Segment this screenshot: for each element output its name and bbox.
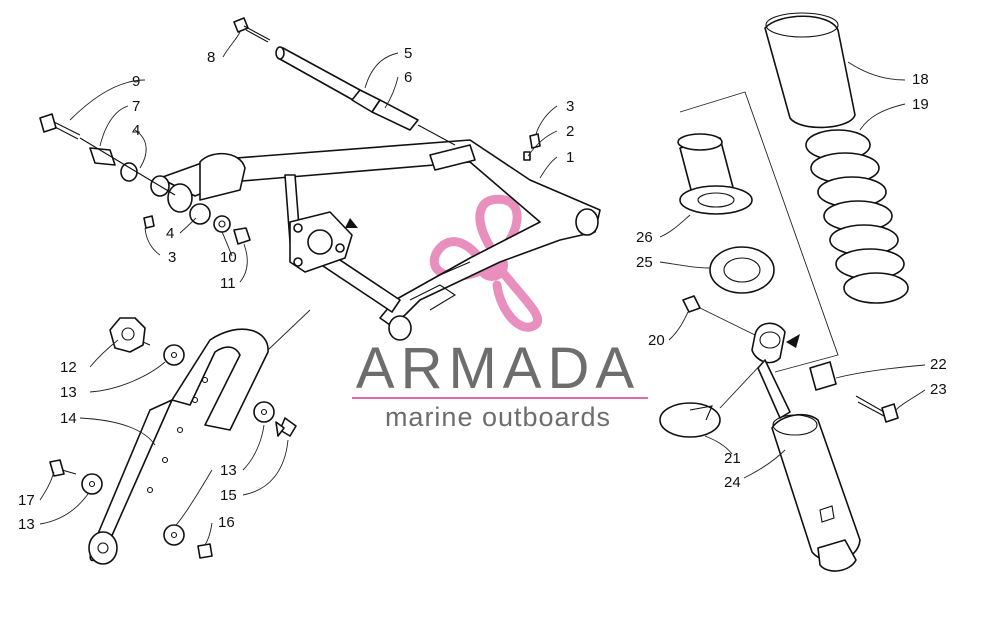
- left-hardware: [39, 113, 176, 229]
- callout-6: 6: [404, 69, 412, 86]
- wing-nut-hardware: [253, 401, 297, 437]
- callout-4-lower: 4: [166, 225, 174, 242]
- pivot-shaft: [275, 46, 456, 146]
- callout-23: 23: [930, 381, 947, 398]
- brand-wordmark: ARMADA: [356, 336, 640, 401]
- callout-20: 20: [648, 332, 665, 349]
- callout-11: 11: [220, 275, 236, 292]
- adjuster-knob: [109, 317, 185, 366]
- callout-21: 21: [724, 450, 741, 467]
- lower-strap-hardware: [49, 459, 213, 559]
- callout-7: 7: [132, 98, 140, 115]
- callout-3: 3: [566, 98, 574, 115]
- callout-18: 18: [912, 71, 929, 88]
- callout-8: 8: [207, 49, 215, 66]
- callout-13: 13: [60, 384, 77, 401]
- callout-13-bottom: 13: [18, 516, 35, 533]
- swing-arm-assembly: [159, 139, 601, 341]
- pointer-arrow: [786, 334, 800, 348]
- callout-26: 26: [636, 229, 653, 246]
- callout-1: 1: [566, 149, 574, 166]
- callout-22: 22: [930, 356, 947, 373]
- callout-9: 9: [132, 73, 140, 90]
- callout-10: 10: [220, 249, 237, 266]
- right-pivot-hardware: [189, 203, 251, 245]
- pointer-arrow: [345, 218, 358, 228]
- shock-assembly: [659, 12, 909, 572]
- callout-5: 5: [404, 45, 412, 62]
- callout-17: 17: [18, 492, 35, 509]
- callout-14: 14: [60, 410, 77, 427]
- callout-15: 15: [220, 487, 237, 504]
- leader-lines: [39, 31, 926, 546]
- callout-16: 16: [218, 514, 235, 531]
- callout-2: 2: [566, 123, 574, 140]
- callout-19: 19: [912, 96, 929, 113]
- callout-4: 4: [132, 122, 140, 139]
- callout-labels: 8 5 6 9 7 4 3 2 1 4 3 10 11 12 13 14 13 …: [18, 45, 947, 533]
- callout-3-lower: 3: [168, 249, 176, 266]
- callout-25: 25: [636, 254, 653, 271]
- bolt-8: [233, 17, 271, 43]
- callout-13-right: 13: [220, 462, 237, 479]
- brand-tagline: marine outboards: [385, 402, 611, 432]
- coil-spring: [805, 129, 909, 304]
- callout-24: 24: [724, 474, 741, 491]
- callout-12: 12: [60, 359, 77, 376]
- grease-fitting: [523, 133, 541, 161]
